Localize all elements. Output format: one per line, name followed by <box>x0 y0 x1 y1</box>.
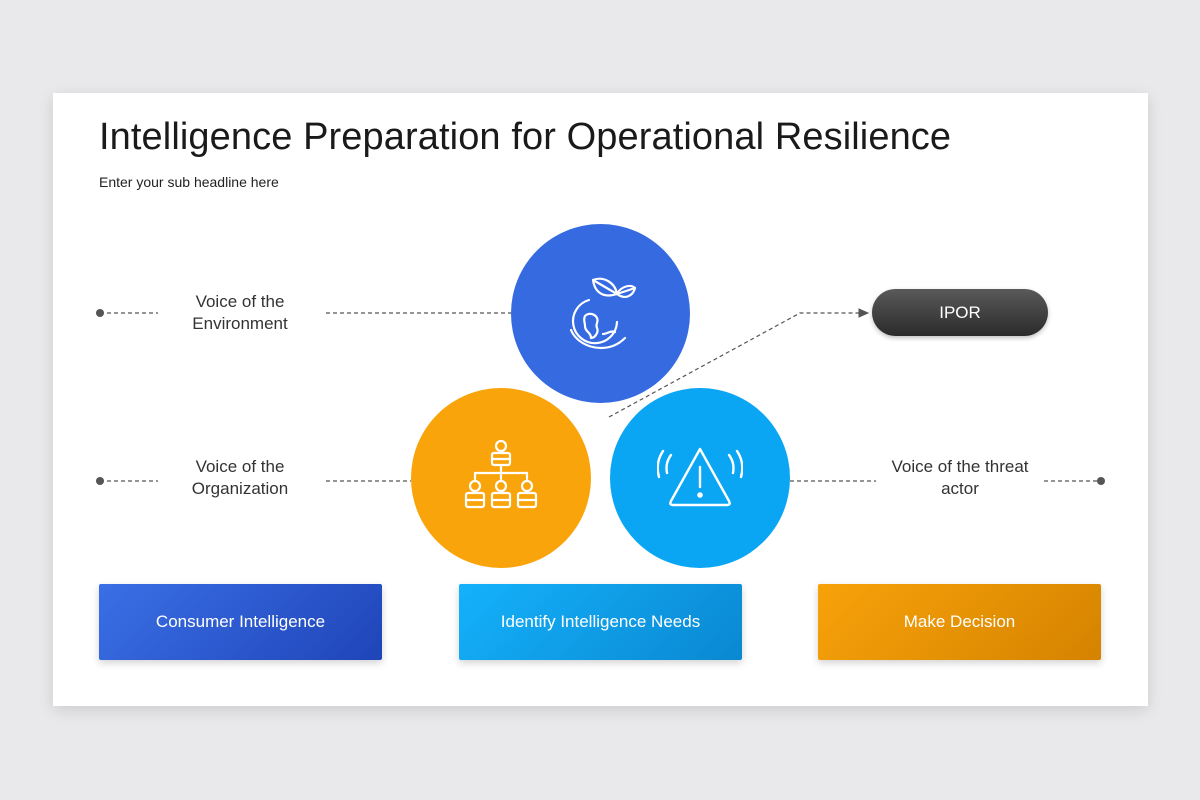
earth-leaf-icon <box>569 277 636 349</box>
threat-circle <box>610 388 790 568</box>
consumer-intelligence-label: Consumer Intelligence <box>155 612 326 631</box>
connector-ipor-arrow <box>608 308 870 418</box>
ipor-pill: IPOR <box>872 289 1048 336</box>
page-title: Intelligence Preparation for Operational… <box>99 116 952 158</box>
connector-dot-environment <box>96 309 104 317</box>
identify-intelligence-needs-box: Identify Intelligence Needs <box>459 584 742 660</box>
make-decision-box: Make Decision <box>818 584 1101 660</box>
identify-intelligence-needs-label: Identify Intelligence Needs <box>500 612 701 631</box>
voice-environment-label: Voice of the Environment <box>192 292 288 333</box>
connector-dot-organization <box>96 477 104 485</box>
consumer-intelligence-box: Consumer Intelligence <box>99 584 382 660</box>
voice-organization-label: Voice of the Organization <box>191 457 289 498</box>
environment-circle <box>511 224 690 403</box>
page-subtitle: Enter your sub headline here <box>99 174 279 190</box>
voice-threat-label: Voice of the threat actor <box>891 457 1029 498</box>
organization-circle <box>411 388 591 568</box>
org-chart-icon <box>464 439 538 509</box>
make-decision-label: Make Decision <box>903 612 1016 631</box>
alert-triangle-icon <box>657 447 743 507</box>
connector-dot-threat <box>1097 477 1105 485</box>
